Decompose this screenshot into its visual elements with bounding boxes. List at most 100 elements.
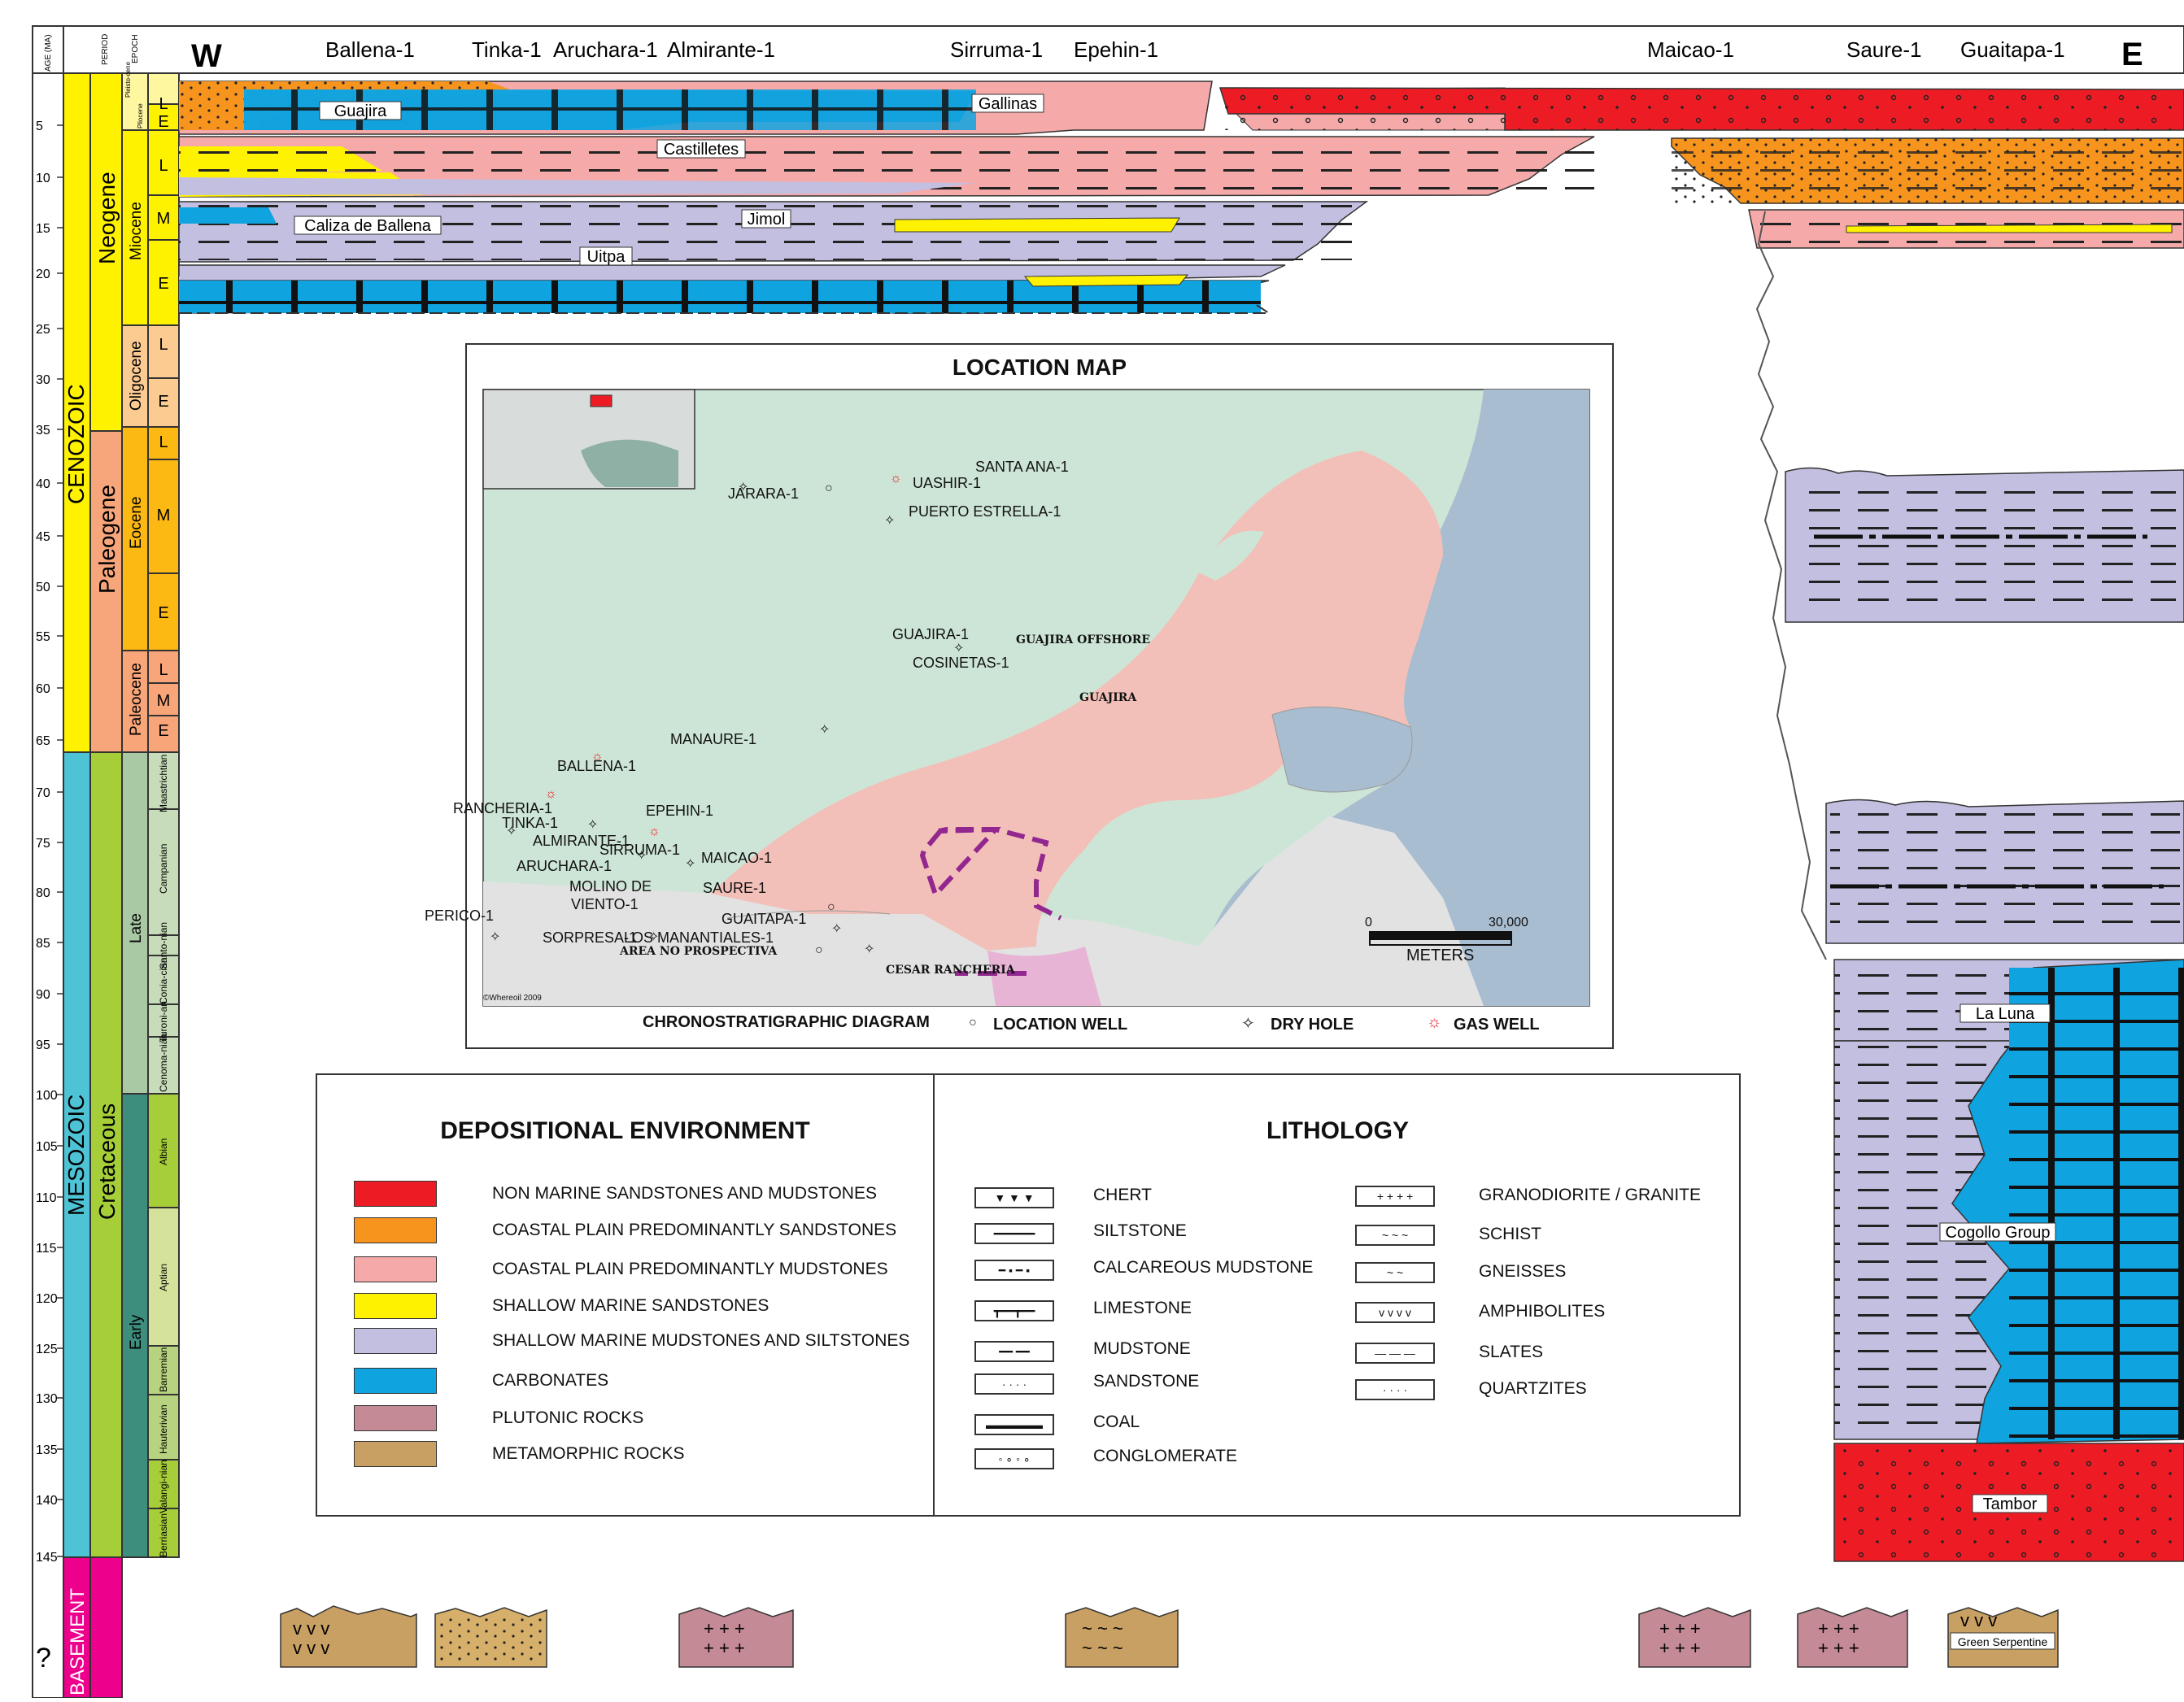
epoch-subdivision: E <box>158 604 168 622</box>
environment-label: PLUTONIC ROCKS <box>492 1408 644 1427</box>
lithology-symbol: ◦ ∘ ◦ ∘ <box>974 1448 1054 1469</box>
dry-hole-icon: ✧ <box>864 942 875 956</box>
lithology-symbol: v v v v <box>1355 1302 1435 1323</box>
lithology-label: CALCAREOUS MUDSTONE <box>1093 1258 1314 1277</box>
epoch-subdivision: E <box>158 113 168 131</box>
epoch-late: Late <box>128 913 145 943</box>
dry-hole-icon: ✧ <box>685 857 696 871</box>
well-header: Ballena-1 <box>325 37 415 62</box>
formation-caliza-de-ballena: Caliza de Ballena <box>304 217 432 235</box>
era-basement: BASEMENT <box>67 1588 89 1695</box>
age-tick-label: 120 <box>36 1292 58 1306</box>
lithology-label: MUDSTONE <box>1093 1339 1191 1358</box>
scale-start: 0 <box>1365 916 1372 929</box>
legend-gas-well: GAS WELL <box>1454 1016 1540 1034</box>
lithology-symbol: ▼ ▼ ▼ <box>974 1187 1054 1208</box>
legend-panel: DEPOSITIONAL ENVIRONMENT NON MARINE SAND… <box>316 1073 1741 1517</box>
lithology-symbol: · · · · <box>1355 1379 1435 1400</box>
age-tick-label: 35 <box>36 424 50 437</box>
map-area-label: GUAJIRA <box>1079 691 1137 704</box>
dry-hole-icon: ✧ <box>490 930 501 944</box>
stage-label: Barremian <box>158 1347 169 1392</box>
age-tick-label: 130 <box>36 1392 58 1406</box>
lithology-label: COAL <box>1093 1413 1140 1431</box>
epoch-header: EPOCH <box>131 34 140 63</box>
lithology-symbol: — — — <box>1355 1343 1435 1364</box>
map-well-label: PUERTO ESTRELLA-1 <box>909 503 1061 520</box>
age-tick-label: 105 <box>36 1140 58 1154</box>
location-well-icon: ○ <box>969 1016 977 1029</box>
formation-tambor: Tambor <box>1983 1495 2038 1513</box>
age-tick-label: 100 <box>36 1089 58 1103</box>
basement-symbol: + + + <box>1659 1638 1701 1658</box>
map-well-label: MAICAO-1 <box>701 850 773 866</box>
map-well-label: ALMIRANTE-1 <box>533 833 630 849</box>
well-header: Guaitapa-1 <box>1960 37 2065 62</box>
age-tick-label: 40 <box>36 477 50 491</box>
age-tick-label: 80 <box>36 886 50 900</box>
location-well-icon: ○ <box>815 943 823 957</box>
age-tick-label: 10 <box>36 172 50 185</box>
age-tick-label: 115 <box>36 1242 57 1256</box>
lithology-symbol: + + + + <box>1355 1186 1435 1207</box>
age-tick-label: 15 <box>36 222 50 236</box>
map-title: LOCATION MAP <box>952 355 1127 380</box>
gas-well-icon: ☼ <box>1427 1013 1442 1031</box>
map-well-label: PERICO-1 <box>425 908 495 924</box>
lithology-symbol: ━━━━━━ <box>974 1223 1054 1244</box>
gas-well-icon: ☼ <box>890 472 902 485</box>
location-well-icon: ○ <box>825 481 833 495</box>
formation-gallinas: Gallinas <box>979 95 1037 113</box>
lithology-symbol: ▬▬▬▬▬ <box>974 1414 1054 1435</box>
map-well-label: GUAJIRA-1 <box>892 626 970 642</box>
map-well-label: MANAURE-1 <box>670 731 757 747</box>
well-header: Tinka-1 <box>472 37 542 62</box>
epoch-subdivision: L <box>159 157 168 175</box>
epoch-subdivision: E <box>158 722 168 740</box>
formation-green-serpentine: Green Serpentine <box>1958 1635 2048 1648</box>
lithology-label: SLATES <box>1479 1343 1543 1361</box>
epoch-subdivision: M <box>157 507 171 525</box>
map-canvas <box>482 389 1590 1007</box>
stage-label: Maastrichtian <box>158 755 169 812</box>
lithology-label: CONGLOMERATE <box>1093 1447 1237 1465</box>
formation-guajira: Guajira <box>334 102 387 120</box>
well-header: Saure-1 <box>1846 37 1922 62</box>
gas-well-icon: ☼ <box>648 825 660 838</box>
environment-title: DEPOSITIONAL ENVIRONMENT <box>440 1117 810 1144</box>
dry-hole-icon: ✧ <box>648 930 660 944</box>
formation-la-luna: La Luna <box>1976 1005 2035 1023</box>
well-header: Epehin-1 <box>1074 37 1158 62</box>
map-well-label: JARARA-1 <box>728 485 800 502</box>
dry-hole-icon: ✧ <box>884 514 896 528</box>
legend-location-well: LOCATION WELL <box>993 1016 1128 1034</box>
epoch-subdivision: E <box>158 275 168 293</box>
age-tick-label: 50 <box>36 581 50 594</box>
lithology-symbol: ┳━━┳━━ <box>974 1300 1054 1321</box>
stage-label: Santo-nian <box>158 922 169 969</box>
map-area-label: AREA NO PROSPECTIVA <box>620 945 778 958</box>
age-tick-label: 125 <box>36 1343 58 1356</box>
map-well-label: BALLENA-1 <box>557 758 637 774</box>
map-well-label: UASHIR-1 <box>913 475 982 491</box>
lithology-label: SILTSTONE <box>1093 1221 1187 1240</box>
stage-label: Cenoma-nian <box>158 1034 169 1092</box>
west-strata <box>178 80 2184 314</box>
header-row <box>32 25 2184 74</box>
age-tick-label: 70 <box>36 786 50 800</box>
stage-label: Berriasian <box>158 1513 169 1557</box>
environment-label: COASTAL PLAIN PREDOMINANTLY MUDSTONES <box>492 1260 888 1278</box>
environment-label: SHALLOW MARINE SANDSTONES <box>492 1296 769 1315</box>
epoch-subdivision: L <box>159 95 168 113</box>
era-cenozoic: CENOZOIC <box>63 384 89 504</box>
era-period-labels: CENOZOIC MESOZOIC BASEMENT Neogene Paleo… <box>63 61 145 1695</box>
epoch-oligocene: Oligocene <box>128 341 145 411</box>
dry-hole-icon: ✧ <box>819 723 830 737</box>
age-tick-label: 95 <box>36 1038 50 1052</box>
environment-swatch <box>354 1328 437 1354</box>
map-well-label: RANCHERIA-1 <box>453 800 553 816</box>
map-well-label: ARUCHARA-1 <box>517 858 612 874</box>
